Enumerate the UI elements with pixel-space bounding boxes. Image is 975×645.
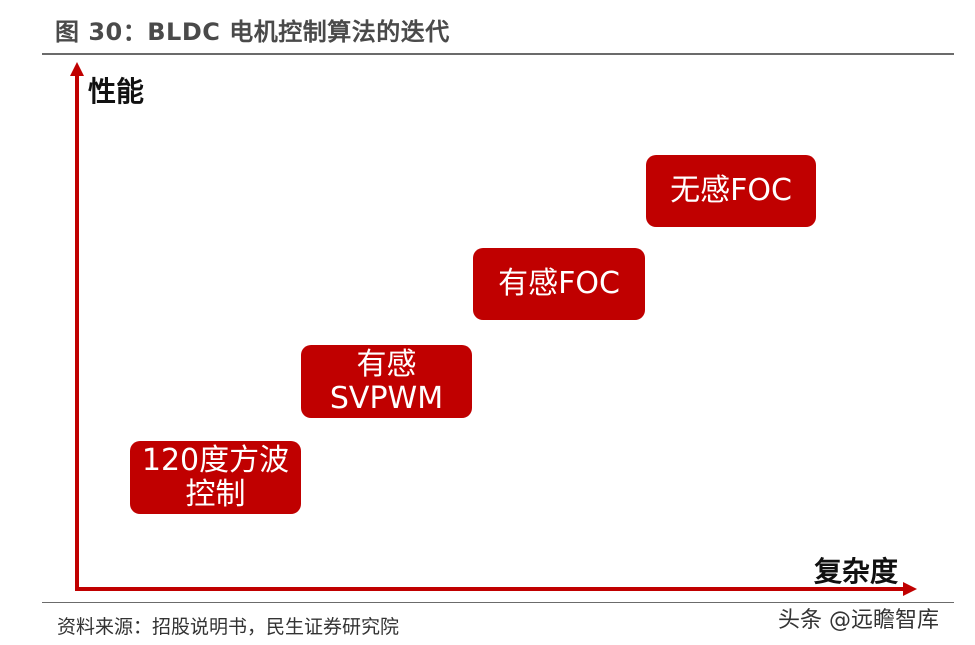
bottom-divider <box>42 602 954 603</box>
x-axis-label: 复杂度 <box>814 555 899 588</box>
figure-title: 图 30：BLDC 电机控制算法的迭代 <box>55 18 450 46</box>
watermark: 头条 @远瞻智库 <box>778 608 939 633</box>
y-axis-line <box>75 74 79 591</box>
y-axis-label: 性能 <box>88 75 145 108</box>
x-axis-line <box>75 587 905 591</box>
x-axis-arrow <box>903 582 917 596</box>
stage-label-line: 120度方波 <box>141 442 290 478</box>
y-axis-arrow <box>70 62 84 76</box>
stage-label-line: 有感FOC <box>498 266 620 301</box>
stage-label-line: 有感 <box>356 346 417 382</box>
stage-box-svpwm: 有感 SVPWM <box>301 345 472 418</box>
stage-box-sensored-foc: 有感FOC <box>473 248 645 320</box>
stage-box-sensorless-foc: 无感FOC <box>646 155 816 227</box>
top-divider <box>42 53 954 55</box>
stage-label-line: 无感FOC <box>670 173 792 208</box>
stage-label-line: SVPWM <box>329 380 444 416</box>
source-note: 资料来源：招股说明书，民生证券研究院 <box>57 616 400 638</box>
stage-box-square-wave: 120度方波 控制 <box>130 441 301 514</box>
stage-label-line: 控制 <box>185 476 246 512</box>
